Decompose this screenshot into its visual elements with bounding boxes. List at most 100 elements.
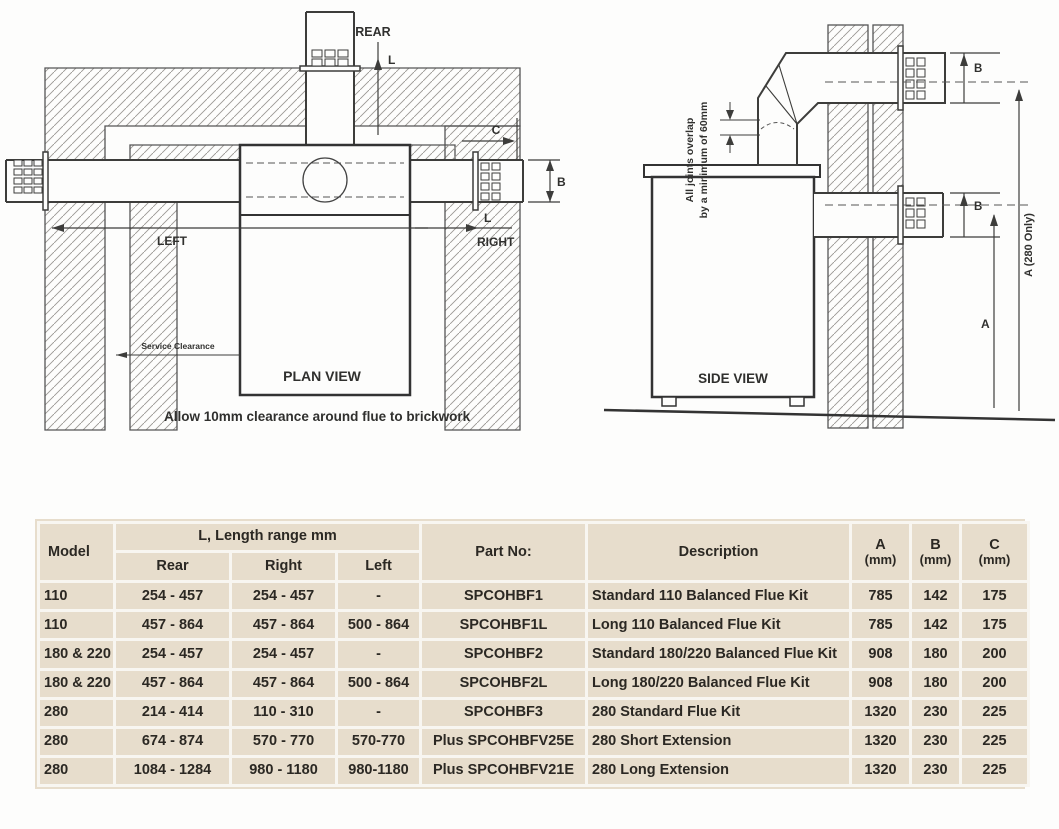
cell-part-no: SPCOHBF2L xyxy=(419,667,588,700)
cell-left: 980-1180 xyxy=(335,754,422,788)
header-a: A(mm) xyxy=(849,520,912,584)
cell-part-no: SPCOHBF1 xyxy=(419,580,588,613)
cell-c: 175 xyxy=(959,609,1030,642)
cell-left: - xyxy=(335,580,422,613)
cell-right: 457 - 864 xyxy=(229,667,338,700)
header-right: Right xyxy=(229,550,338,584)
outer-wall xyxy=(44,67,521,431)
cell-right: 980 - 1180 xyxy=(229,754,338,788)
cell-description: Long 110 Balanced Flue Kit xyxy=(585,609,852,642)
cell-c: 200 xyxy=(959,667,1030,700)
cell-rear: 254 - 457 xyxy=(113,580,232,613)
table-row: 180 & 220 457 - 864 457 - 864 500 - 864 … xyxy=(37,667,1030,700)
cell-right: 110 - 310 xyxy=(229,696,338,729)
header-model: Model xyxy=(37,520,116,584)
cell-right: 254 - 457 xyxy=(229,580,338,613)
clearance-caption: Allow 10mm clearance around flue to bric… xyxy=(164,409,471,424)
table-row: 110 254 - 457 254 - 457 - SPCOHBF1 Stand… xyxy=(37,580,1030,613)
cell-c: 200 xyxy=(959,638,1030,671)
b-top-label: B xyxy=(974,63,982,75)
flue-kit-table-wrap: Model L, Length range mm Part No: Descri… xyxy=(35,519,1030,789)
cell-description: Standard 180/220 Balanced Flue Kit xyxy=(585,638,852,671)
cell-description: 280 Standard Flue Kit xyxy=(585,696,852,729)
header-left: Left xyxy=(335,550,422,584)
c-label: C xyxy=(492,123,501,137)
arrowheads xyxy=(960,54,1023,226)
cell-a: 908 xyxy=(849,638,912,671)
cell-right: 254 - 457 xyxy=(229,638,338,671)
header-description: Description xyxy=(585,520,852,584)
cell-left: 500 - 864 xyxy=(335,609,422,642)
table-row: 280 674 - 874 570 - 770 570-770 Plus SPC… xyxy=(37,725,1030,758)
cell-c: 175 xyxy=(959,580,1030,613)
cell-c: 225 xyxy=(959,725,1030,758)
top-terminal-grille xyxy=(897,45,926,111)
b-label-plan: B xyxy=(557,175,566,189)
cell-b: 230 xyxy=(909,754,962,788)
cell-model: 110 xyxy=(37,609,116,642)
cell-description: Long 180/220 Balanced Flue Kit xyxy=(585,667,852,700)
side-view-diagram: All joints overlap by a minimum of 60mm … xyxy=(603,24,1056,429)
header-c: C(mm) xyxy=(959,520,1030,584)
a280-label: A (280 Only) xyxy=(1023,213,1035,277)
cell-b: 230 xyxy=(909,725,962,758)
cell-a: 785 xyxy=(849,609,912,642)
flue-socket-circle xyxy=(302,157,348,203)
service-clearance-label: Service Clearance xyxy=(141,341,215,351)
cell-left: - xyxy=(335,638,422,671)
cell-right: 570 - 770 xyxy=(229,725,338,758)
cell-model: 110 xyxy=(37,580,116,613)
b-mid-label: B xyxy=(974,201,982,213)
flue-kit-table: Model L, Length range mm Part No: Descri… xyxy=(37,520,1030,788)
cell-b: 142 xyxy=(909,609,962,642)
plan-view-label: PLAN VIEW xyxy=(283,368,362,384)
cell-left: 570-770 xyxy=(335,725,422,758)
cell-rear: 1084 - 1284 xyxy=(113,754,232,788)
cell-a: 785 xyxy=(849,580,912,613)
cell-part-no: SPCOHBF1L xyxy=(419,609,588,642)
boiler-body-side xyxy=(643,164,821,407)
cell-model: 280 xyxy=(37,696,116,729)
cell-rear: 674 - 874 xyxy=(113,725,232,758)
cell-right: 457 - 864 xyxy=(229,609,338,642)
header-b: B(mm) xyxy=(909,520,962,584)
cell-rear: 457 - 864 xyxy=(113,609,232,642)
l-right-label: L xyxy=(484,211,491,225)
header-length-range: L, Length range mm xyxy=(113,520,422,554)
ground-line xyxy=(603,408,1056,422)
cell-description: 280 Long Extension xyxy=(585,754,852,788)
cell-part-no: Plus SPCOHBFV21E xyxy=(419,754,588,788)
cell-rear: 457 - 864 xyxy=(113,667,232,700)
joint-overlap-marker xyxy=(720,102,760,153)
joints-note-line1: All joints overlap xyxy=(684,118,696,203)
cell-b: 142 xyxy=(909,580,962,613)
cell-description: 280 Short Extension xyxy=(585,725,852,758)
header-part-no: Part No: xyxy=(419,520,588,584)
header-rear: Rear xyxy=(113,550,232,584)
cell-model: 180 & 220 xyxy=(37,667,116,700)
cell-part-no: SPCOHBF3 xyxy=(419,696,588,729)
cell-left: - xyxy=(335,696,422,729)
cell-rear: 214 - 414 xyxy=(113,696,232,729)
cell-left: 500 - 864 xyxy=(335,667,422,700)
right-label: RIGHT xyxy=(477,235,515,249)
cell-c: 225 xyxy=(959,696,1030,729)
table-row: 280 214 - 414 110 - 310 - SPCOHBF3 280 S… xyxy=(37,696,1030,729)
plan-view-diagram: REAR L C B LEFT L RIGHT Service Clearanc… xyxy=(5,11,566,431)
left-terminal-grille xyxy=(13,151,49,211)
l-top-label: L xyxy=(388,53,395,67)
rear-duct xyxy=(306,12,354,145)
cell-a: 1320 xyxy=(849,754,912,788)
right-terminal-grille xyxy=(472,151,501,211)
rear-label: REAR xyxy=(355,25,390,39)
cell-part-no: SPCOHBF2 xyxy=(419,638,588,671)
arrowheads xyxy=(52,58,554,358)
cell-a: 1320 xyxy=(849,725,912,758)
cell-b: 230 xyxy=(909,696,962,729)
table-row: 280 1084 - 1284 980 - 1180 980-1180 Plus… xyxy=(37,754,1030,788)
right-duct xyxy=(410,160,523,202)
side-view-label: SIDE VIEW xyxy=(698,371,768,386)
left-label: LEFT xyxy=(157,234,188,248)
cell-b: 180 xyxy=(909,667,962,700)
